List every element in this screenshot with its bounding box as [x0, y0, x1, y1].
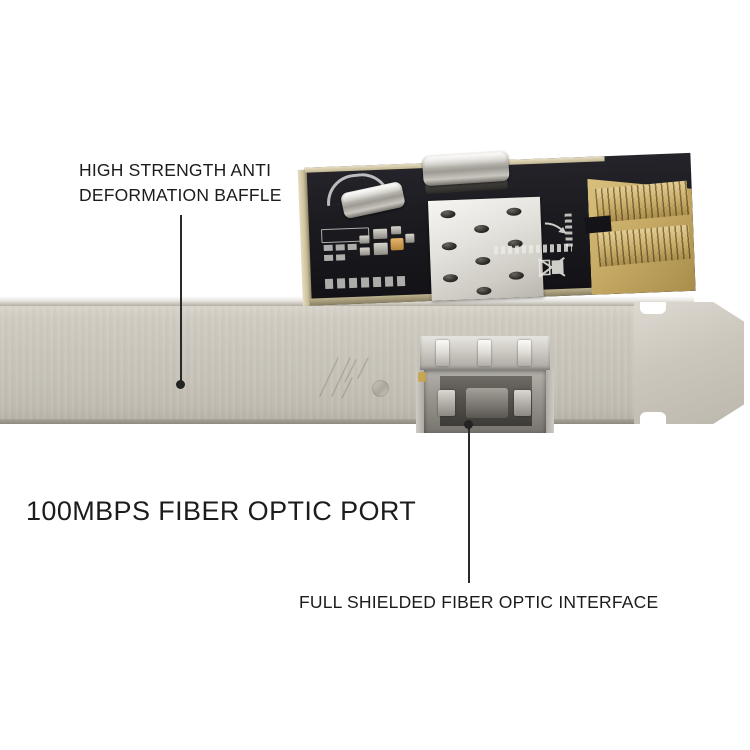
mounting-bracket: [0, 296, 744, 424]
bracket-brushed-grain: [0, 306, 694, 424]
pcb-smd-pad: [335, 254, 346, 261]
annotation-label-interface: FULL SHIELDED FIBER OPTIC INTERFACE: [299, 592, 659, 612]
pcb-solder-pad: [348, 277, 358, 289]
pcb-smd-component: [359, 235, 370, 244]
shield-perforation: [506, 207, 522, 217]
pcb-smd-component: [390, 226, 402, 235]
annotation-label-port: 100MBPS FIBER OPTIC PORT: [26, 496, 417, 526]
circuit-board: [295, 150, 696, 308]
shield-perforation: [441, 241, 457, 251]
sfp-retention-clip: [438, 390, 455, 416]
leader-dot-baffle: [176, 380, 185, 389]
no-disposal-icon: [537, 257, 566, 278]
shield-perforation: [442, 273, 459, 283]
pcb-smd-component: [405, 233, 415, 243]
pcb-smd-component: [373, 228, 388, 240]
sfp-internal-block: [466, 388, 508, 418]
arrow-icon: [544, 222, 567, 234]
sfp-connector: [414, 336, 556, 440]
sfp-spring-tab: [518, 340, 531, 366]
shield-perforation: [476, 286, 492, 296]
pcb-smd-pad: [335, 244, 345, 251]
pcb-solder-pad: [360, 277, 370, 288]
bracket-end-plate: [634, 302, 744, 424]
shield-perforation: [475, 256, 491, 266]
crystal-oscillator: [421, 150, 510, 187]
pcb-smd-pad: [323, 244, 333, 252]
pcb-tantalum-capacitor: [390, 237, 404, 251]
sfp-spring-tab: [478, 340, 491, 366]
bracket-etched-marking: [319, 357, 369, 399]
crystal-highlight: [423, 151, 507, 168]
pcb-solder-pad: [396, 275, 406, 287]
pcb-solder-pad: [336, 278, 346, 289]
bracket-bottom-edge: [0, 419, 694, 424]
bracket-notch-top: [640, 302, 666, 314]
pcb-solder-pad: [384, 276, 394, 287]
leader-line-interface: [468, 425, 470, 583]
sfp-side-wall: [416, 369, 426, 433]
shield-perforation: [508, 271, 525, 280]
pcb-solder-pad: [372, 276, 382, 288]
sfp-side-wall: [544, 369, 554, 433]
bracket-stamp-icon: [372, 380, 389, 397]
pcie-key-notch: [584, 215, 612, 234]
pcb-smd-pad: [323, 254, 334, 262]
shield-perforation: [473, 224, 490, 234]
annotation-label-baffle: HIGH STRENGTH ANTI DEFORMATION BAFFLE: [79, 160, 282, 205]
sfp-retention-clip: [514, 390, 531, 416]
pcb-solder-pad: [324, 278, 334, 290]
shield-perforation: [440, 209, 456, 219]
bracket-notch-bottom: [640, 412, 666, 424]
pcb-smd-component: [359, 247, 371, 256]
leader-line-baffle: [180, 215, 182, 383]
bracket-face: [0, 306, 694, 424]
sfp-latch-tab: [418, 372, 426, 382]
pcb-smd-pad: [347, 243, 357, 251]
leader-dot-interface: [464, 420, 473, 429]
pcb-smd-component: [373, 242, 389, 256]
sfp-spring-tab: [436, 340, 449, 366]
